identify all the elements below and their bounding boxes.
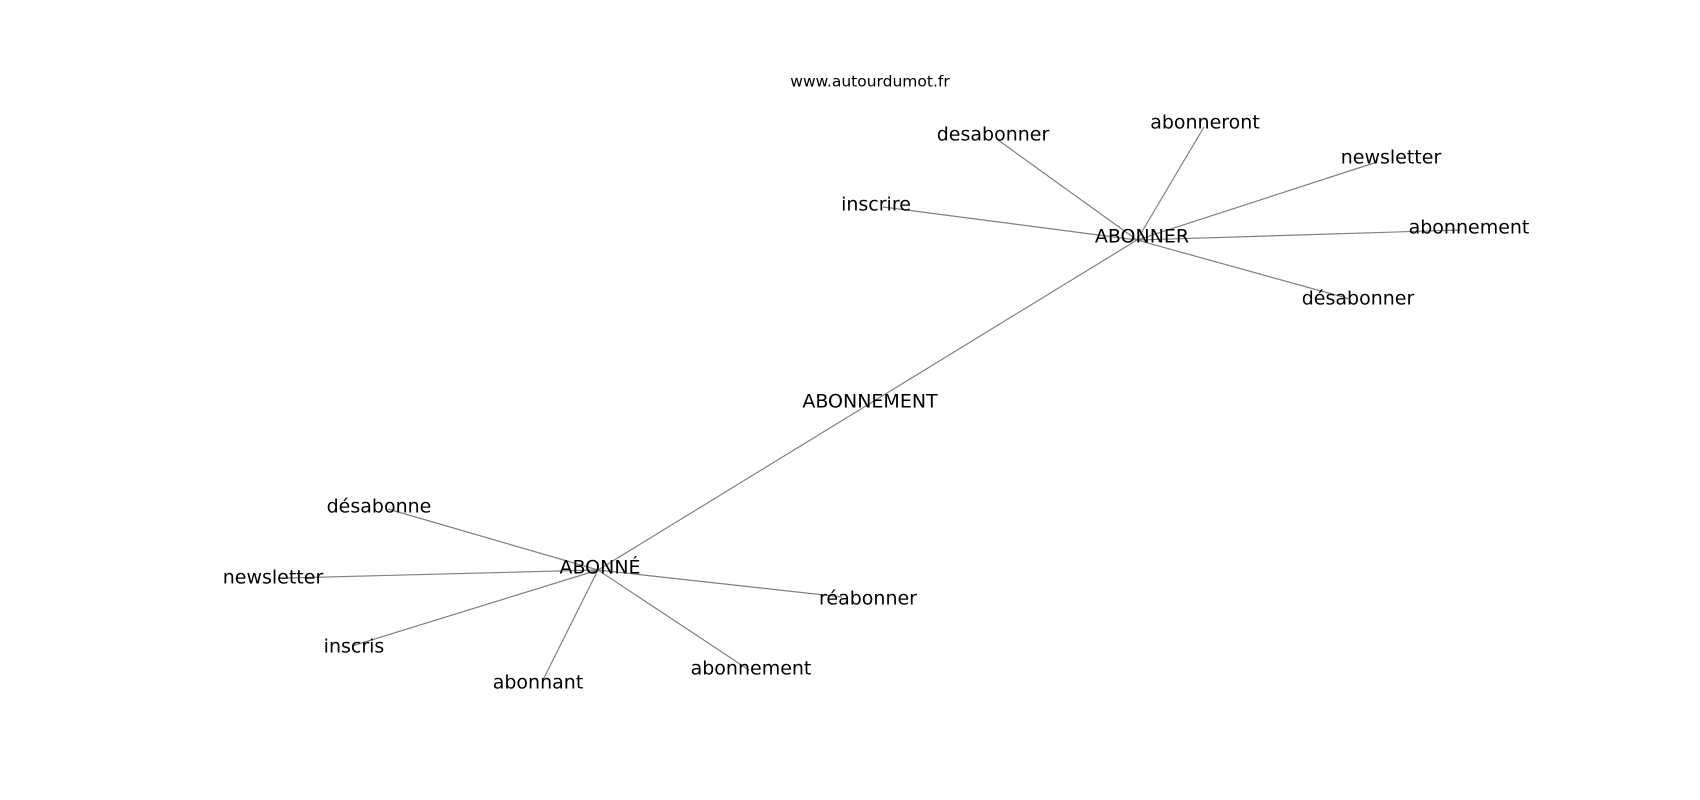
edge-abonne-reabonner	[597, 569, 843, 598]
node-label-inscris: inscris	[324, 636, 385, 658]
watermark-text: www.autourdumot.fr	[790, 73, 950, 91]
edge-abonne-newsletter_2	[286, 569, 599, 579]
node-label-abonnant: abonnant	[493, 672, 584, 694]
node-label-abonneront: abonneront	[1150, 112, 1260, 134]
node-label-inscrire: inscrire	[841, 194, 911, 216]
node-label-newsletter_2: newsletter	[223, 567, 324, 589]
node-label-abonner: ABONNER	[1095, 226, 1189, 248]
nodes-layer: ABONNEMENT ABONNER ABONNÉ desabonner abonner…	[223, 112, 1530, 694]
edges-layer	[286, 126, 1461, 681]
node-label-abonnement_center: ABONNEMENT	[802, 391, 938, 413]
edge-abonner-inscrire	[882, 206, 1138, 241]
node-label-desabonner_2: désabonner	[1302, 288, 1415, 310]
node-label-newsletter_1: newsletter	[1341, 147, 1442, 169]
edge-abonner-desabonner_1	[997, 139, 1138, 241]
edge-abonne-abonnement_2	[597, 569, 750, 671]
node-label-abonnement_2: abonnement	[691, 658, 812, 680]
edge-abonne-abonnant	[542, 569, 599, 681]
edge-abonne-desabonne	[387, 508, 599, 571]
edge-abonner-abonne	[597, 239, 1138, 571]
edge-abonner-abonneront	[1136, 126, 1205, 241]
edge-abonner-abonnement_1	[1136, 229, 1461, 241]
node-label-abonnement_1: abonnement	[1409, 217, 1530, 239]
node-label-desabonne: désabonne	[327, 496, 432, 518]
node-label-reabonner: réabonner	[819, 588, 917, 610]
node-label-abonne: ABONNÉ	[559, 556, 640, 579]
edge-abonner-newsletter_1	[1136, 161, 1378, 241]
edge-abonne-inscris	[351, 569, 599, 647]
edge-abonner-desabonner_2	[1136, 239, 1351, 300]
node-label-desabonner_1: desabonner	[937, 124, 1050, 146]
